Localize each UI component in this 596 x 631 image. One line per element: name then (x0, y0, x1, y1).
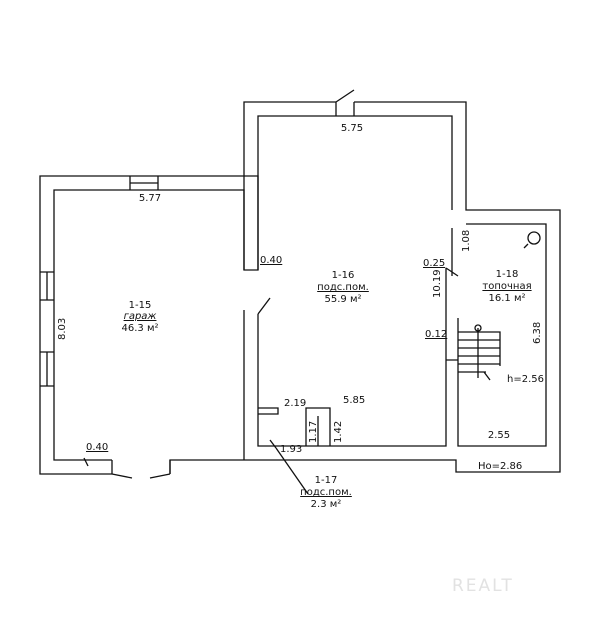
garage-gate (111, 460, 171, 479)
dim-2-55: 2.55 (487, 430, 511, 441)
entrance-door (335, 89, 355, 116)
room-1-17-number: 1-17 (314, 475, 338, 486)
dim-6-38: 6.38 (532, 321, 543, 344)
dim-1-08: 1.08 (461, 229, 472, 252)
boiler-walls (445, 223, 547, 447)
dim-0-12: 0.12 (425, 329, 448, 340)
room-1-15-area: 46.3 м² (121, 323, 159, 334)
room-1-17-name: подс.пом. (300, 487, 352, 498)
room-1-18-number: 1-18 (495, 269, 519, 280)
dim-5-75: 5.75 (340, 123, 364, 134)
room-1-18-name: топочная (482, 281, 532, 292)
dim-5-85: 5.85 (343, 395, 366, 406)
room-1-15-number: 1-15 (128, 300, 152, 311)
stair-post (474, 324, 482, 332)
realt-watermark: REALT (452, 576, 514, 596)
height-boiler: h=2.56 (507, 374, 544, 385)
dim-0-25: 0.25 (423, 258, 446, 269)
height-floor: Hо=2.86 (478, 461, 523, 472)
dim-10-19: 10.19 (432, 269, 443, 298)
dim-0-40-top: 0.40 (260, 255, 283, 266)
central-walls (169, 101, 561, 474)
central-door (257, 297, 271, 315)
dim-1-93: 1.93 (280, 444, 303, 455)
boiler-symbol (527, 231, 541, 245)
garage-window-left-2 (40, 351, 54, 387)
garage-window-top (129, 176, 159, 190)
room-1-16-area: 55.9 м² (324, 294, 362, 305)
garage-door-tick (83, 457, 89, 467)
dim-8-03: 8.03 (57, 317, 68, 340)
garage-window-left-1 (40, 271, 54, 301)
room-1-18-area: 16.1 м² (488, 293, 526, 304)
room-1-17-area: 2.3 м² (310, 499, 342, 510)
leader-line (275, 447, 309, 495)
closet-walls (258, 407, 331, 446)
dim-1-17: 1.17 (308, 420, 319, 443)
garage-walls (39, 175, 259, 475)
dim-2-19: 2.19 (284, 398, 307, 409)
dim-1-42: 1.42 (333, 420, 344, 443)
room-1-16-name: подс.пом. (317, 282, 369, 293)
room-1-15-name: гараж (123, 311, 157, 322)
dim-5-77: 5.77 (138, 193, 162, 204)
dim-0-40-bottom: 0.40 (86, 442, 109, 453)
room-1-16-number: 1-16 (331, 270, 355, 281)
stairs (457, 318, 501, 381)
